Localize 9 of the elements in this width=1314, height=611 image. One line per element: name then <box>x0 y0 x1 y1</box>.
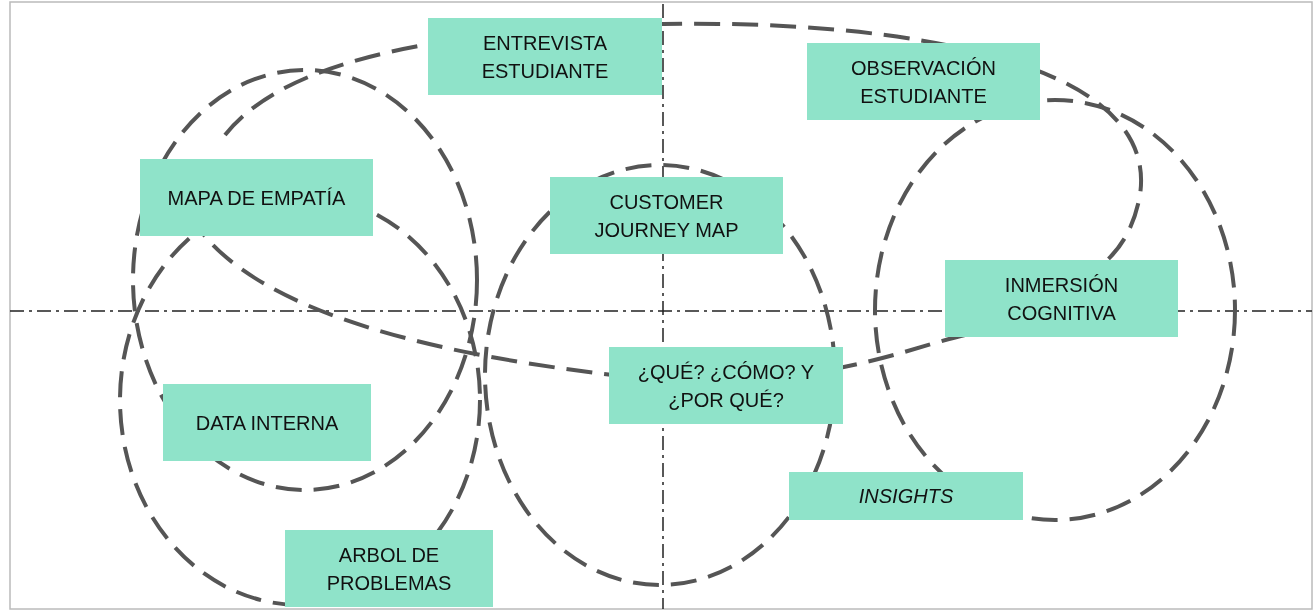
concept-box: OBSERVACIÓN ESTUDIANTE <box>807 43 1040 120</box>
concept-box: CUSTOMER JOURNEY MAP <box>550 177 783 254</box>
concept-box: ¿QUÉ? ¿CÓMO? Y ¿POR QUÉ? <box>609 347 843 424</box>
concept-box: INMERSIÓN COGNITIVA <box>945 260 1178 337</box>
concept-box: ARBOL DE PROBLEMAS <box>285 530 493 607</box>
concept-box: DATA INTERNA <box>163 384 371 461</box>
concept-box: INSIGHTS <box>789 472 1023 520</box>
concept-box: MAPA DE EMPATÍA <box>140 159 373 236</box>
concept-box: ENTREVISTA ESTUDIANTE <box>428 18 662 95</box>
